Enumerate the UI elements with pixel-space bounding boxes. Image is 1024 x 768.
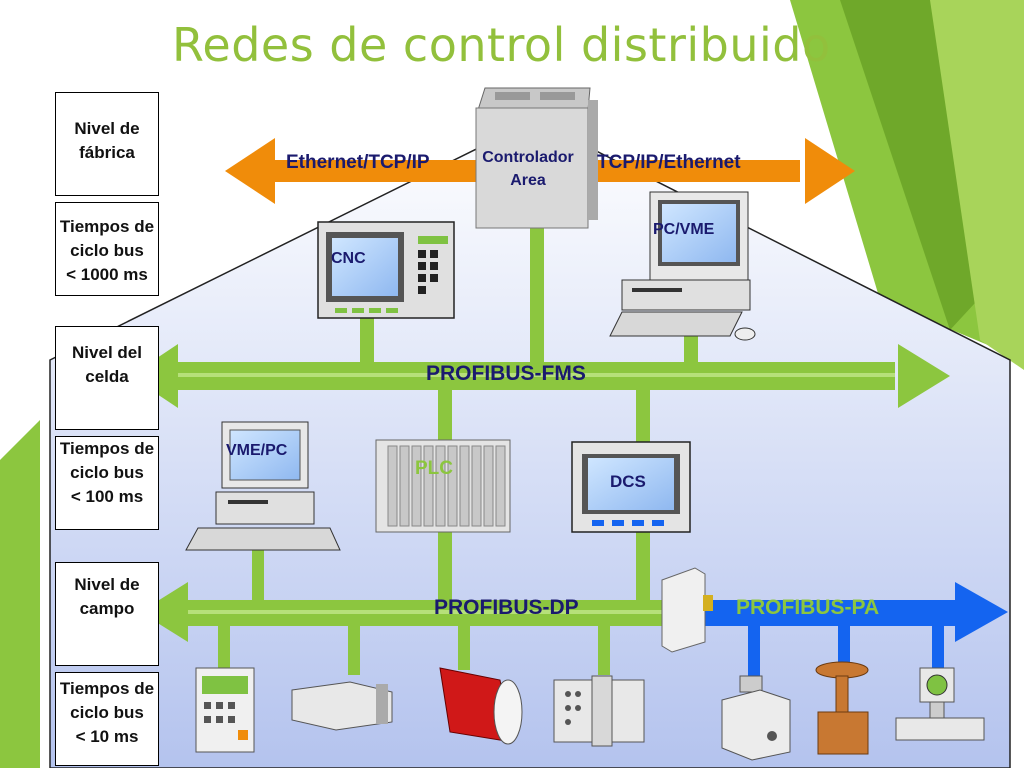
level-factory-box: Nivel de fábrica — [55, 92, 159, 196]
level-field-box: Nivel de campo — [55, 562, 159, 666]
dp-pa-coupler — [661, 567, 713, 653]
cycle-field-box: Tiempos de ciclo bus < 10 ms — [55, 672, 159, 766]
level-field-label: Nivel de campo — [74, 575, 140, 618]
field-device-pump — [721, 675, 791, 761]
ethernet-right-label: TCP/IP/Ethernet — [597, 152, 741, 173]
cycle-factory-label: Tiempos de ciclo bus < 1000 ms — [59, 217, 155, 284]
cycle-cell-box: Tiempos de ciclo bus < 100 ms — [55, 436, 159, 530]
level-cell-box: Nivel del celda — [55, 326, 159, 430]
field-device-flowmeter — [895, 667, 985, 741]
field-device-valve — [815, 661, 869, 755]
vme-pc-device — [185, 421, 341, 551]
area-controller-label: Controlador Area — [482, 149, 574, 189]
pc-vme-device — [609, 191, 756, 341]
level-factory-label: Nivel de fábrica — [74, 119, 140, 162]
cycle-field-label: Tiempos de ciclo bus < 10 ms — [59, 679, 155, 746]
plc-label: PLC — [415, 458, 453, 479]
cycle-factory-box: Tiempos de ciclo bus < 1000 ms — [55, 202, 159, 296]
fms-bus — [130, 344, 950, 408]
cnc-device — [317, 221, 455, 319]
level-cell-label: Nivel del celda — [72, 343, 142, 386]
area-controller-device — [475, 87, 598, 229]
field-device-keypad — [195, 667, 255, 753]
field-device-io-module — [291, 681, 393, 731]
ethernet-left-label: Ethernet/TCP/IP — [286, 152, 430, 173]
dp-bus — [140, 582, 665, 642]
field-device-remote-io — [553, 675, 645, 747]
dcs-device — [571, 441, 691, 533]
profibus-fms-label: PROFIBUS-FMS — [426, 362, 586, 385]
cnc-label: CNC — [331, 250, 366, 267]
page-title: Redes de control distribuido — [172, 18, 831, 72]
plc-device — [375, 439, 511, 533]
cycle-cell-label: Tiempos de ciclo bus < 100 ms — [59, 439, 155, 506]
vme-pc-label: VME/PC — [226, 442, 288, 459]
profibus-pa-label: PROFIBUS-PA — [736, 596, 880, 619]
pa-connectors — [748, 620, 944, 680]
field-device-drive — [439, 667, 523, 745]
pc-vme-label: PC/VME — [653, 221, 715, 238]
profibus-dp-label: PROFIBUS-DP — [434, 596, 579, 619]
dcs-label: DCS — [610, 472, 646, 491]
pa-bus — [700, 582, 1008, 642]
